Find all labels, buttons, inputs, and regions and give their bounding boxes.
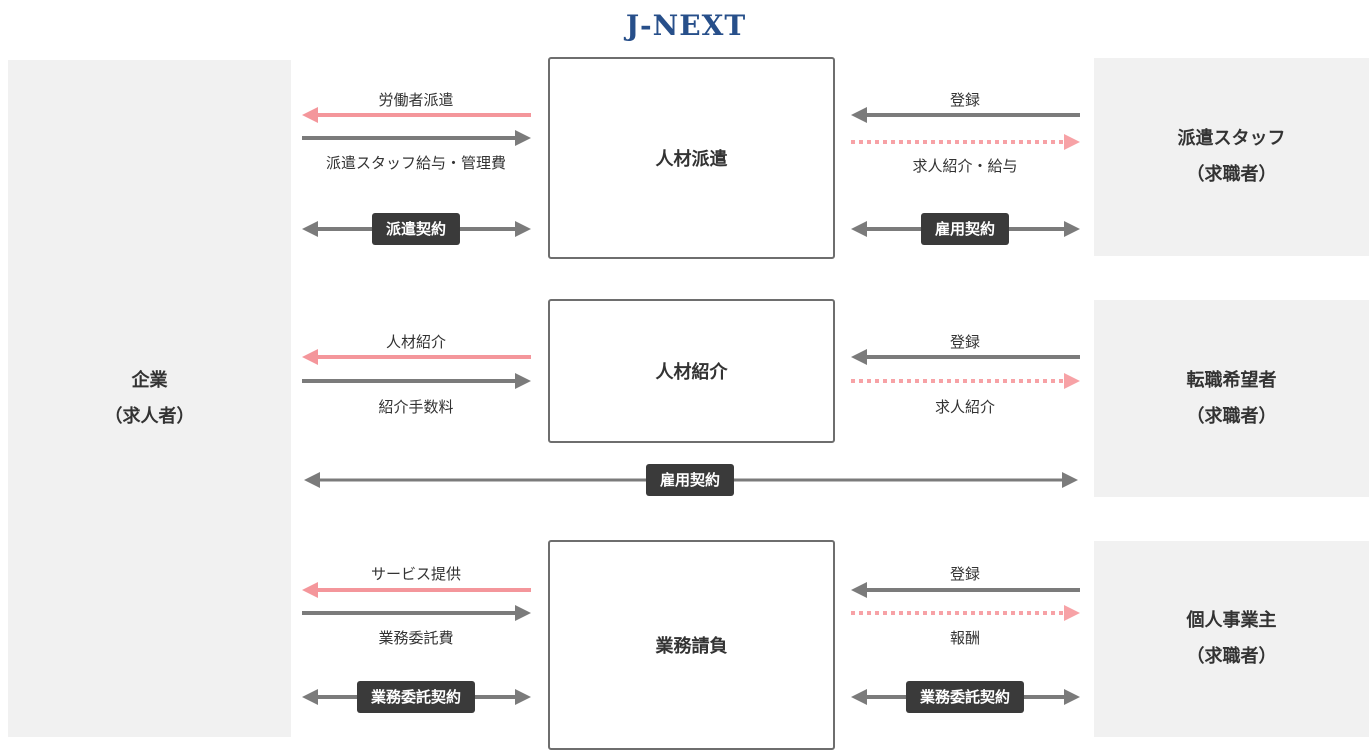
arrow-dispatch-right-top bbox=[851, 107, 1080, 123]
placement-title: 人材紹介 bbox=[655, 362, 728, 383]
arrow-dispatch-right-bottom bbox=[851, 134, 1080, 150]
dispatch-box: 人材派遣 bbox=[548, 57, 835, 259]
arrow-placement-left-top bbox=[302, 349, 531, 365]
dispatch-left-top-label: 労働者派遣 bbox=[378, 91, 454, 109]
arrow-placement-right-top bbox=[851, 349, 1080, 365]
placement-right-top-label: 登録 bbox=[949, 333, 981, 351]
dispatch-right-bottom-label: 求人紹介・給与 bbox=[912, 157, 1018, 175]
sole-proprietor-name: 個人事業主 bbox=[1186, 610, 1277, 631]
outsourcing-right-bottom-label: 報酬 bbox=[949, 629, 981, 647]
company-box: 企業 （求人者） bbox=[8, 60, 291, 737]
arrow-outsourcing-right-top bbox=[851, 582, 1080, 598]
outsourcing-right-contract-badge: 業務委託契約 bbox=[905, 681, 1025, 713]
outsourcing-title: 業務請負 bbox=[655, 636, 728, 657]
arrow-outsourcing-right-bottom bbox=[851, 605, 1080, 621]
sole-proprietor-sub: （求職者） bbox=[1186, 646, 1277, 667]
dispatch-right-contract-badge: 雇用契約 bbox=[920, 213, 1010, 245]
dispatch-left-contract-badge: 派遣契約 bbox=[371, 213, 461, 245]
arrow-outsourcing-left-bottom bbox=[302, 605, 531, 621]
placement-left-bottom-label: 紹介手数料 bbox=[378, 398, 454, 416]
outsourcing-right-top-label: 登録 bbox=[949, 565, 981, 583]
company-name: 企業 bbox=[131, 369, 168, 391]
j-next-logo: J-NEXT bbox=[625, 9, 747, 42]
placement-left-top-label: 人材紹介 bbox=[385, 333, 447, 351]
dispatch-staff-box: 派遣スタッフ （求職者） bbox=[1094, 58, 1369, 256]
dispatch-right-top-label: 登録 bbox=[949, 91, 981, 109]
outsourcing-left-top-label: サービス提供 bbox=[370, 565, 462, 583]
dispatch-title: 人材派遣 bbox=[655, 149, 728, 170]
sole-proprietor-box: 個人事業主 （求職者） bbox=[1094, 541, 1369, 737]
outsourcing-left-contract-badge: 業務委託契約 bbox=[356, 681, 476, 713]
dispatch-staff-name: 派遣スタッフ bbox=[1177, 128, 1286, 149]
company-sub: （求人者） bbox=[104, 405, 195, 427]
arrow-placement-left-bottom bbox=[302, 373, 531, 389]
placement-box: 人材紹介 bbox=[548, 299, 835, 443]
job-seeker-box: 転職希望者 （求職者） bbox=[1094, 300, 1369, 497]
outsourcing-box: 業務請負 bbox=[548, 540, 835, 750]
dispatch-staff-sub: （求職者） bbox=[1186, 164, 1277, 185]
outsourcing-left-bottom-label: 業務委託費 bbox=[378, 629, 454, 647]
dispatch-left-bottom-label: 派遣スタッフ給与・管理費 bbox=[325, 154, 507, 172]
arrow-placement-right-bottom bbox=[851, 373, 1080, 389]
arrow-dispatch-left-bottom bbox=[302, 130, 531, 146]
job-seeker-sub: （求職者） bbox=[1186, 405, 1277, 427]
placement-right-bottom-label: 求人紹介 bbox=[934, 398, 996, 416]
placement-direct-contract-badge: 雇用契約 bbox=[645, 464, 735, 496]
arrow-dispatch-left-top bbox=[302, 107, 531, 123]
job-seeker-name: 転職希望者 bbox=[1186, 369, 1277, 391]
arrow-outsourcing-left-top bbox=[302, 582, 531, 598]
